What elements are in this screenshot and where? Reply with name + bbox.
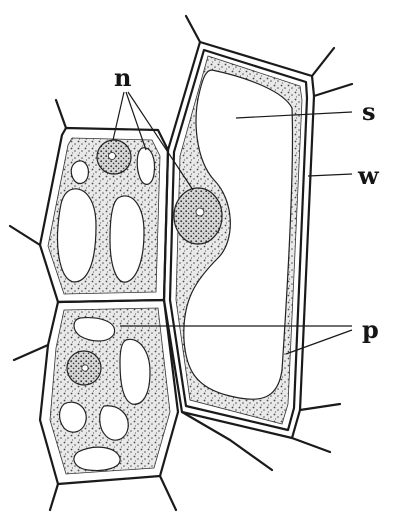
nuclei (66, 139, 223, 386)
vacuole-ll-5 (73, 446, 121, 472)
vacuole-ul-3 (136, 147, 156, 185)
large-vacuole (183, 69, 294, 400)
label-cell-wall: w (357, 161, 380, 190)
nucleus-upper-left (96, 139, 132, 175)
label-protoplasm: p (362, 315, 379, 344)
leader-w (307, 173, 353, 177)
vacuole-ll-2 (119, 338, 151, 405)
vacuoles (56, 69, 294, 472)
large-cell-wall-inner (168, 48, 309, 432)
leader-p-2 (285, 329, 353, 355)
leader-lines (112, 91, 353, 355)
vacuole-ul-2 (109, 195, 145, 283)
nucleus-large-cell (173, 187, 223, 245)
label-nucleus: n (114, 63, 131, 92)
vacuole-ll-1 (73, 317, 116, 342)
vacuole-ul-4 (70, 160, 89, 185)
leader-n-2 (125, 91, 147, 151)
cell-walls (8, 14, 354, 512)
labels: n s w p (114, 63, 380, 344)
leader-s (235, 111, 353, 119)
label-sap-vacuole: s (362, 97, 376, 126)
leader-n-1 (112, 91, 125, 141)
vacuole-ll-3 (58, 401, 87, 433)
nucleus-lower-left (66, 350, 102, 386)
neighbour-wall-lines (8, 14, 354, 512)
vacuole-ul-1 (56, 188, 97, 283)
vacuole-ll-4 (99, 405, 129, 441)
leader-n-3 (127, 91, 194, 191)
